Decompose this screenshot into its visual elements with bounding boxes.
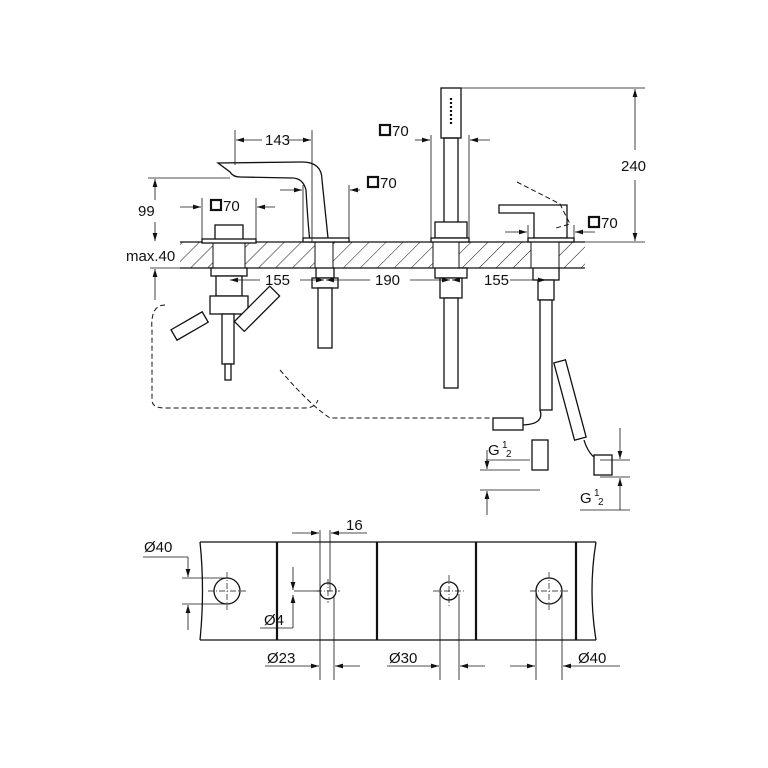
svg-text:2: 2	[598, 497, 604, 508]
dim-hole-4: Ø40	[578, 650, 606, 667]
dim-spacing-3: 155	[484, 272, 509, 289]
thread-label-1: G 1 2	[486, 440, 530, 461]
svg-text:G: G	[580, 490, 592, 507]
spout	[216, 161, 350, 349]
svg-text:G: G	[488, 442, 500, 459]
dim-small-hole: Ø4	[264, 612, 284, 629]
dim-total-height: 240	[621, 158, 646, 175]
dim-hole-2: Ø23	[267, 650, 295, 667]
dim-square-shower: 70	[392, 123, 409, 140]
hand-shower	[430, 87, 470, 389]
dim-square-spout: 70	[380, 175, 397, 192]
dim-square-diverter: 70	[601, 215, 618, 232]
dim-hole-left: Ø40	[144, 539, 172, 556]
square-icon	[366, 175, 380, 189]
dim-deck-thickness: max.40	[126, 248, 175, 265]
dim-spout-reach: 143	[265, 132, 290, 149]
svg-text:1: 1	[502, 440, 508, 451]
hole-plan	[143, 530, 620, 680]
diverter-lever	[492, 181, 613, 476]
dim-spacing-1: 155	[265, 272, 290, 289]
dim-square-valve: 70	[223, 198, 240, 215]
square-icon	[378, 123, 392, 137]
dim-offset: 16	[346, 517, 363, 534]
left-valve	[151, 224, 490, 419]
deck-section	[180, 241, 585, 269]
dim-hole-3: Ø30	[389, 650, 417, 667]
dim-spacing-2: 190	[375, 272, 400, 289]
svg-text:1: 1	[594, 488, 600, 499]
thread-label-2: G 1 2	[580, 488, 604, 508]
square-icon	[587, 215, 601, 229]
dim-spout-height: 99	[138, 203, 155, 220]
dimension-lines	[148, 87, 645, 515]
square-icon	[209, 198, 223, 212]
svg-text:2: 2	[506, 449, 512, 460]
